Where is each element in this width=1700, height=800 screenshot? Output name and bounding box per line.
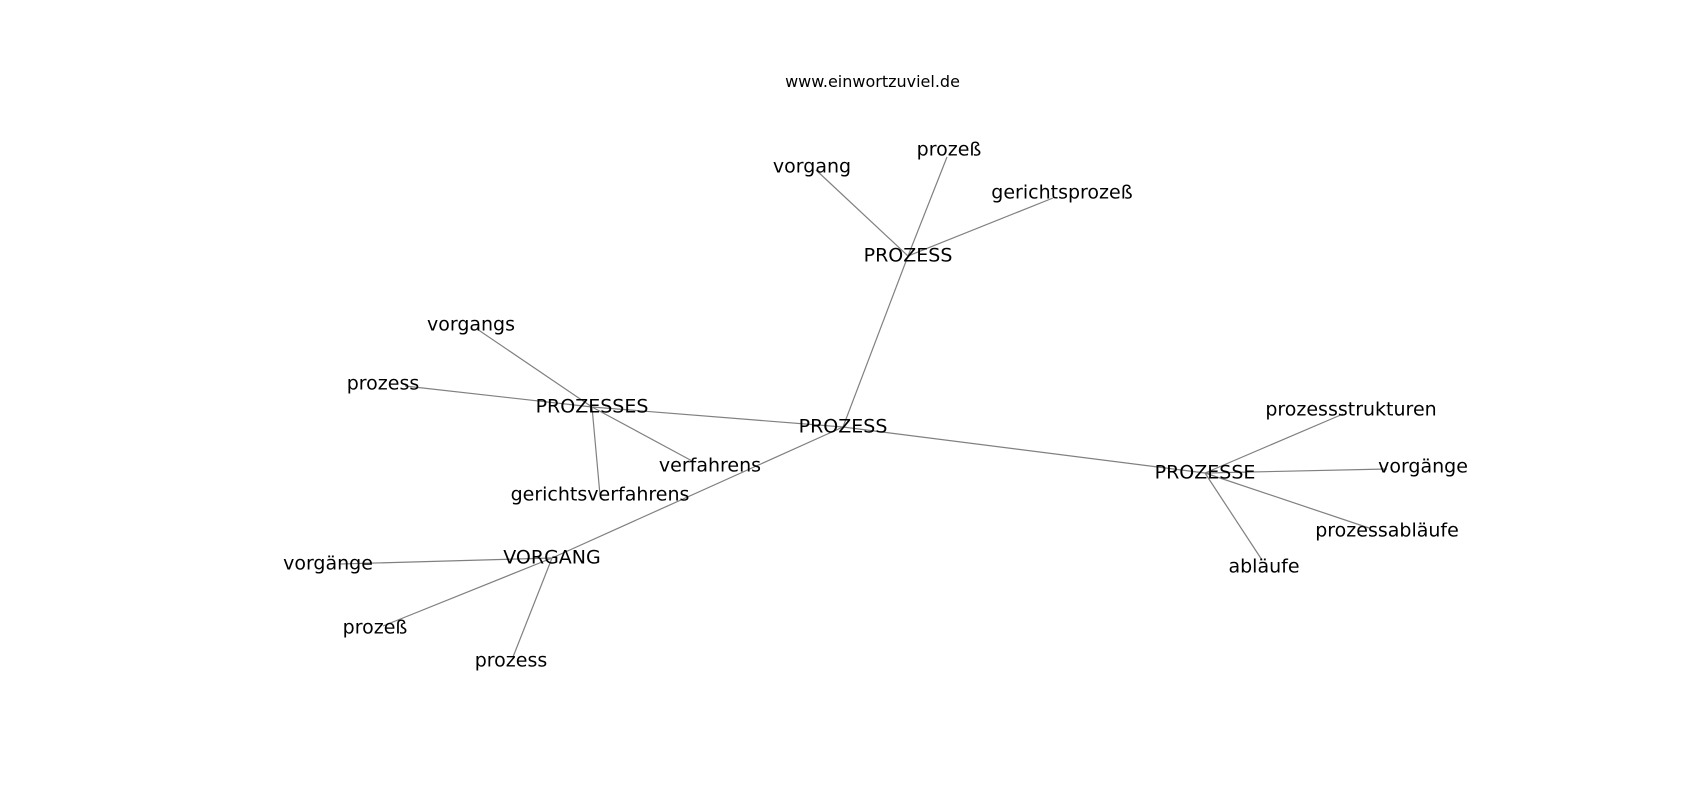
edge-c-vorgang-n-vorgaenge-left xyxy=(339,557,553,565)
node-n-prozess-left: prozess xyxy=(346,372,420,395)
edge-c-prozesses-n-prozess-left xyxy=(404,385,593,408)
node-c-prozess: PROZESS xyxy=(798,415,888,438)
node-n-verfahrens: verfahrens xyxy=(658,454,762,477)
node-n-prozess-eszett-top: prozeß xyxy=(916,138,982,161)
node-c-prozesses: PROZESSES xyxy=(535,395,649,418)
node-n-gerichtsverfahrens: gerichtsverfahrens xyxy=(510,483,690,506)
edge-c-prozess-c-prozesses xyxy=(591,406,844,428)
node-n-prozess-bottom: prozess xyxy=(474,649,548,672)
node-n-vorgaenge-right: vorgänge xyxy=(1378,455,1468,478)
edge-c-prozesse-n-vorgaenge-right xyxy=(1204,468,1388,474)
node-c-prozesse: PROZESSE xyxy=(1154,461,1256,484)
edge-c-prozesses-n-vorgangs xyxy=(476,328,593,408)
node-n-prozessstrukturen: prozessstrukturen xyxy=(1265,398,1437,421)
node-n-vorgaenge-left: vorgänge xyxy=(283,552,373,575)
source-caption: www.einwortzuviel.de xyxy=(785,72,960,91)
edge-c-vorgang-n-prozess-eszett-bottom xyxy=(382,557,553,627)
node-n-prozess-eszett-bottom: prozeß xyxy=(342,616,408,639)
edge-c-prozess-c-prozesse xyxy=(842,426,1206,474)
node-n-vorgangs: vorgangs xyxy=(426,313,516,336)
edge-c-prozesses-n-gerichtsverfahrens xyxy=(591,406,601,496)
edge-c-prozesse-n-prozessablaeufe xyxy=(1204,472,1370,529)
edge-c-prozess-top-n-vorgang xyxy=(815,169,909,257)
node-n-gerichtsprozess: gerichtsprozeß xyxy=(991,181,1133,204)
node-n-vorgang: vorgang xyxy=(772,155,852,178)
node-n-ablaeufe: abläufe xyxy=(1228,555,1300,578)
edge-c-prozess-top-n-gerichtsprozess xyxy=(907,197,1054,257)
edge-c-vorgang-n-prozess-bottom xyxy=(512,557,553,658)
edge-c-prozess-c-prozess-top xyxy=(842,255,909,428)
edge-c-prozesse-n-prozessstrukturen xyxy=(1204,413,1344,474)
edge-c-prozesses-n-verfahrens xyxy=(591,406,695,463)
edge-c-prozess-top-n-prozess-eszett-top xyxy=(907,156,948,257)
edge-c-prozesse-n-ablaeufe xyxy=(1204,472,1263,561)
edge-c-prozess-c-vorgang xyxy=(551,426,844,559)
node-n-prozessablaeufe: prozessabläufe xyxy=(1315,519,1459,542)
node-c-prozess-top: PROZESS xyxy=(863,244,953,267)
node-c-vorgang: VORGANG xyxy=(503,546,601,569)
